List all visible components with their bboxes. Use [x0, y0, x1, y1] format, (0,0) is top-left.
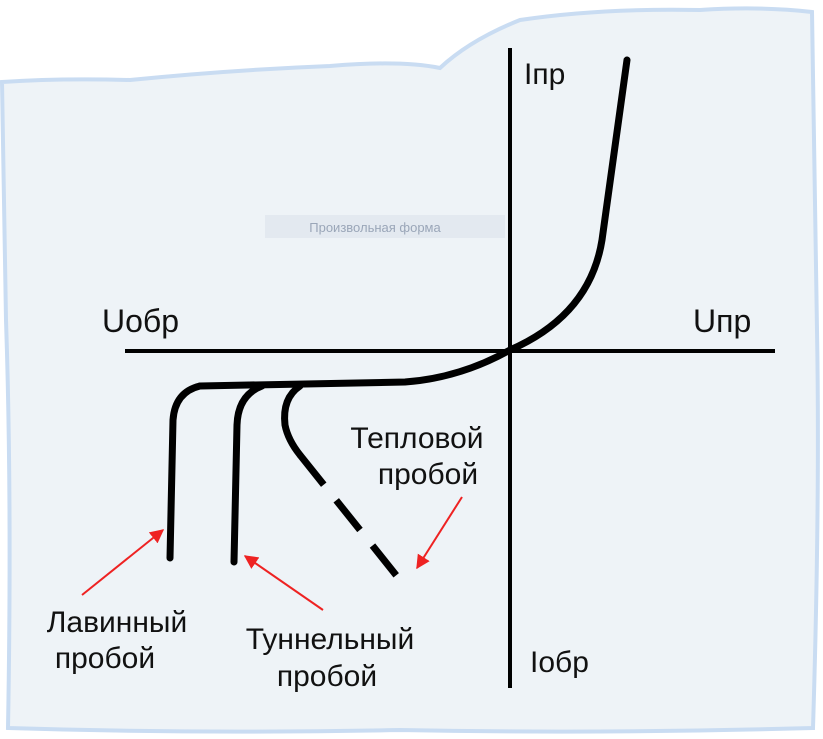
thermal-breakdown-curve	[281, 382, 304, 459]
tunnel-label-line2: пробой	[277, 660, 377, 693]
avalanche-label-line2: пробой	[55, 642, 155, 675]
thermal-arrow	[416, 496, 463, 570]
watermark-box	[265, 215, 505, 238]
thermal-label-line2: пробой	[378, 458, 478, 491]
thermal-label-line1: Тепловой	[350, 422, 483, 455]
paper-background	[0, 6, 820, 734]
watermark-text: Произвольная форма	[309, 220, 441, 235]
tunnel-label-line1: Туннельный	[246, 623, 415, 656]
thermal-breakdown-dashed	[297, 452, 411, 593]
avalanche-label-line1: Лавинный	[47, 606, 188, 639]
reverse-current-label: Iобр	[530, 646, 589, 679]
reverse-voltage-label: Uобр	[102, 303, 179, 339]
iv-curve-main	[196, 56, 631, 390]
avalanche-arrow	[81, 529, 165, 596]
forward-current-label: Iпр	[524, 58, 565, 91]
tunnel-breakdown-curve	[230, 382, 266, 566]
avalanche-breakdown-curve	[166, 382, 204, 562]
tunnel-arrow	[243, 555, 324, 611]
forward-voltage-label: Uпр	[693, 303, 751, 339]
